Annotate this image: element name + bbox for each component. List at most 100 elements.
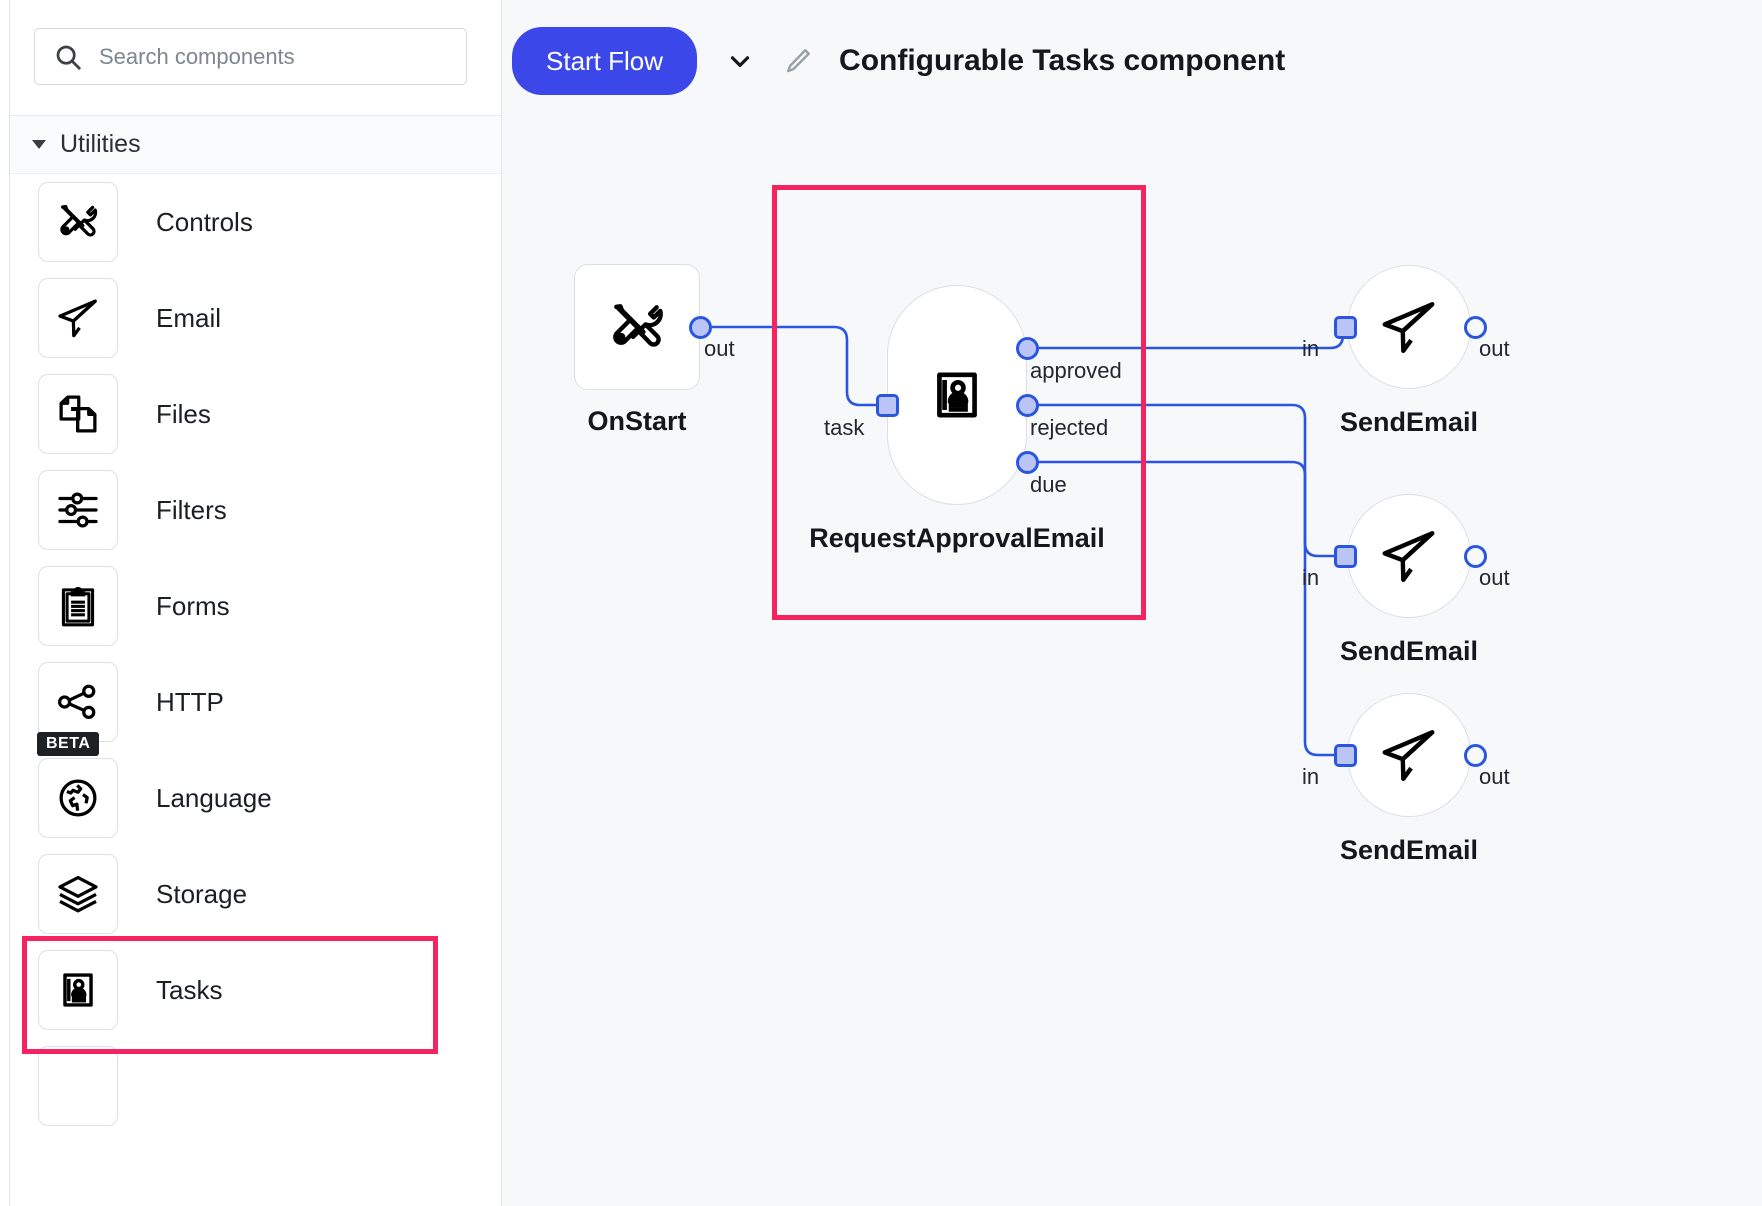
start-flow-button[interactable]: Start Flow bbox=[512, 27, 698, 95]
id-card-icon bbox=[63, 973, 93, 1007]
node-shape bbox=[887, 285, 1027, 505]
component-tile bbox=[38, 950, 118, 1030]
port-label-rejected: rejected bbox=[1030, 415, 1109, 440]
port-label-in: in bbox=[1302, 336, 1320, 361]
port-label-in: in bbox=[1302, 764, 1320, 789]
sidebar-item-http[interactable]: HTTP bbox=[0, 654, 501, 750]
caret-down-icon bbox=[32, 140, 46, 149]
sidebar-item-label: Forms bbox=[156, 590, 230, 621]
node-shape bbox=[1347, 494, 1471, 618]
graph-area[interactable]: OnStart out RequestApprovalEmail bbox=[502, 0, 1762, 1206]
wire-approved-to-send1 bbox=[1027, 325, 1347, 350]
node-shape bbox=[1347, 693, 1471, 817]
component-tile: BETA bbox=[37, 732, 118, 838]
sidebar-item-filters[interactable]: Filters bbox=[0, 462, 501, 558]
sidebar-item-files[interactable]: Files bbox=[0, 366, 501, 462]
port-request-rejected[interactable] bbox=[1016, 394, 1039, 417]
sidebar-item-label: Email bbox=[156, 302, 222, 333]
sidebar-item-storage[interactable]: Storage bbox=[0, 846, 501, 942]
sidebar-item-forms[interactable]: Forms bbox=[0, 558, 501, 654]
sidebar-item-label: Language bbox=[156, 782, 272, 813]
paper-plane-icon bbox=[1382, 531, 1435, 582]
port-send1-out[interactable] bbox=[1464, 316, 1487, 339]
port-label-approved: approved bbox=[1030, 358, 1122, 383]
sidebar-item-controls[interactable]: Controls bbox=[0, 174, 501, 270]
port-request-approved[interactable] bbox=[1016, 337, 1039, 360]
beta-badge: BETA bbox=[37, 732, 100, 756]
globe-icon bbox=[59, 779, 97, 817]
port-label-due: due bbox=[1030, 472, 1067, 497]
node-sendemail-3[interactable]: SendEmail bbox=[1340, 693, 1478, 865]
page-title: Configurable Tasks component bbox=[839, 44, 1286, 77]
search-section bbox=[0, 0, 501, 116]
paper-plane-icon bbox=[1382, 730, 1435, 781]
port-label-out: out bbox=[1479, 336, 1510, 361]
sidebar-item-label: Tasks bbox=[156, 974, 223, 1005]
wire-due-to-send3 bbox=[1027, 460, 1346, 757]
port-onstart-out[interactable] bbox=[689, 316, 712, 339]
component-tile bbox=[38, 374, 118, 454]
files-icon bbox=[59, 395, 97, 433]
flow-canvas[interactable]: Start Flow Configurable Tasks component bbox=[502, 0, 1762, 1206]
share-nodes-icon bbox=[57, 684, 96, 719]
node-label: RequestApprovalEmail bbox=[809, 523, 1105, 553]
node-label: OnStart bbox=[587, 406, 687, 436]
search-icon bbox=[53, 42, 83, 72]
component-tile bbox=[38, 662, 118, 742]
connection-wires bbox=[712, 325, 1347, 757]
sidebar-item-language[interactable]: BETA Language bbox=[0, 732, 501, 846]
chevron-down-icon[interactable] bbox=[723, 44, 757, 78]
node-sendemail-2[interactable]: SendEmail bbox=[1340, 494, 1478, 666]
port-send1-in[interactable] bbox=[1334, 316, 1357, 339]
wire-onstart-to-task bbox=[712, 325, 888, 407]
component-tile bbox=[38, 1046, 118, 1126]
node-sendemail-1[interactable]: SendEmail bbox=[1340, 265, 1478, 437]
node-requestapprovalemail[interactable]: RequestApprovalEmail bbox=[809, 285, 1105, 553]
node-label: SendEmail bbox=[1339, 407, 1479, 437]
port-label-in: in bbox=[1302, 565, 1320, 590]
sidebar-item-email[interactable]: Email bbox=[0, 270, 501, 366]
sidebar-left-rail bbox=[0, 0, 10, 1206]
component-tile bbox=[38, 566, 118, 646]
node-label: SendEmail bbox=[1339, 835, 1479, 865]
component-tile bbox=[38, 278, 118, 358]
port-send2-in[interactable] bbox=[1334, 545, 1357, 568]
port-label-out: out bbox=[1479, 764, 1510, 789]
group-header-utilities[interactable]: Utilities bbox=[0, 116, 501, 174]
port-request-task[interactable] bbox=[876, 394, 899, 417]
component-tile bbox=[38, 182, 118, 262]
group-title: Utilities bbox=[60, 130, 141, 158]
component-tile bbox=[38, 470, 118, 550]
port-send3-out[interactable] bbox=[1464, 744, 1487, 767]
component-tile bbox=[38, 854, 118, 934]
sidebar-item-label: Files bbox=[156, 398, 211, 429]
components-sidebar: Utilities Controls bbox=[0, 0, 502, 1206]
id-card-icon bbox=[937, 372, 977, 418]
clipboard-icon bbox=[61, 586, 95, 627]
port-request-due[interactable] bbox=[1016, 451, 1039, 474]
port-send2-out[interactable] bbox=[1464, 545, 1487, 568]
layers-icon bbox=[58, 875, 98, 913]
pencil-icon[interactable] bbox=[781, 44, 815, 78]
sidebar-item-label: HTTP bbox=[156, 686, 224, 717]
sidebar-item-next-partial[interactable] bbox=[0, 1038, 501, 1134]
node-onstart[interactable]: OnStart bbox=[574, 264, 700, 436]
search-box[interactable] bbox=[34, 28, 467, 85]
tools-icon bbox=[60, 205, 98, 237]
node-shape bbox=[574, 264, 700, 390]
port-label-out: out bbox=[1479, 565, 1510, 590]
node-shape bbox=[1347, 265, 1471, 389]
sidebar-item-label: Storage bbox=[156, 878, 248, 909]
sidebar-item-tasks[interactable]: Tasks bbox=[0, 942, 501, 1038]
sidebar-item-label: Controls bbox=[156, 206, 253, 237]
search-input[interactable] bbox=[99, 43, 448, 70]
component-list: Controls Email bbox=[0, 174, 501, 1134]
port-label-task: task bbox=[824, 415, 865, 440]
tools-icon bbox=[613, 304, 663, 347]
node-label: SendEmail bbox=[1339, 636, 1479, 666]
port-send3-in[interactable] bbox=[1334, 744, 1357, 767]
paper-plane-icon bbox=[58, 299, 97, 338]
sliders-icon bbox=[58, 492, 98, 528]
port-label-out: out bbox=[704, 336, 735, 361]
